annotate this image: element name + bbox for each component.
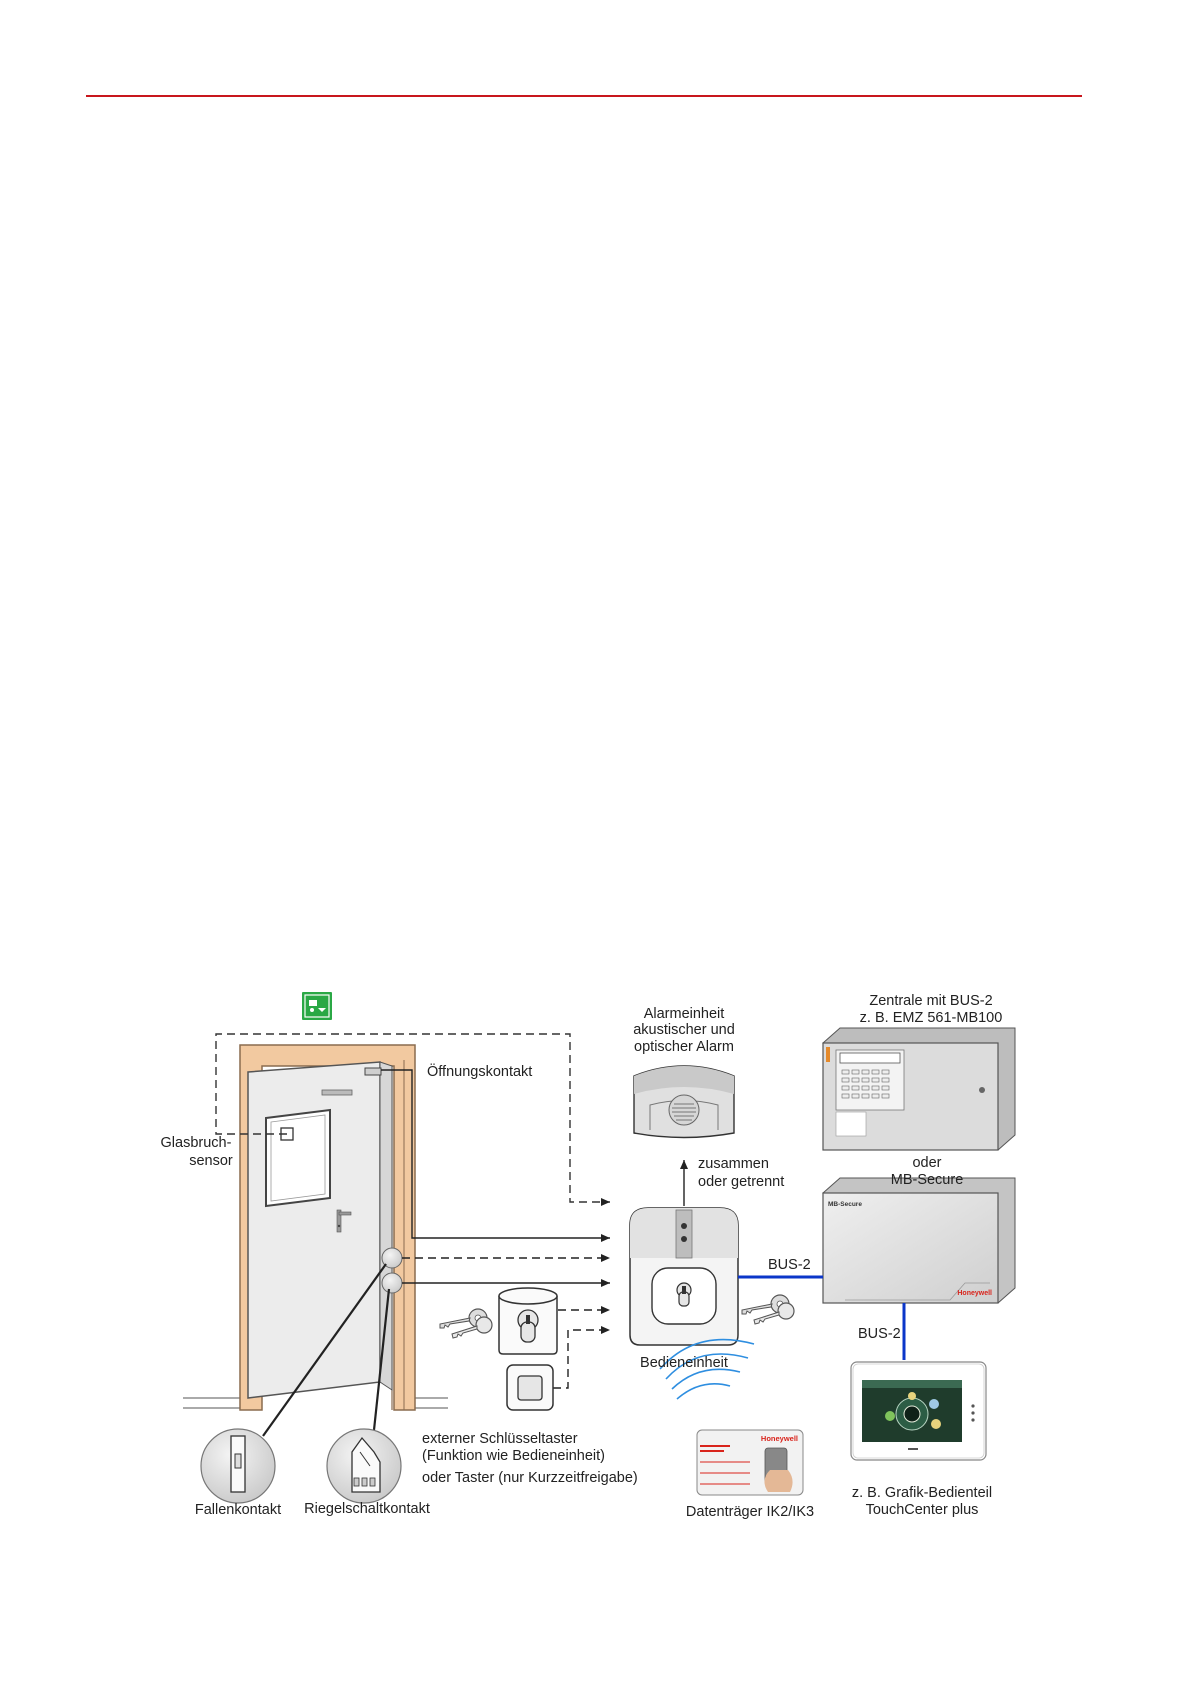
label-together-2: oder getrennt [698,1174,784,1190]
bolt-contact-point [381,1272,403,1294]
glass-sensor-wire [215,1033,610,1206]
label-central-2: z. B. EMZ 561-MB100 [860,1010,1003,1026]
label-ext-key-2: (Funktion wie Bedieneinheit) [422,1448,605,1464]
label-control-unit: Bedieneinheit [640,1355,728,1371]
latch-callout-line [262,1263,387,1437]
opening-contact-wire [381,1069,610,1242]
label-together-1: zusammen [698,1156,769,1172]
bolt-callout-line [372,1288,391,1431]
mb-secure-unit: MB-Secure Honeywell [822,1177,1016,1304]
key-icon-2 [741,1294,795,1325]
alarm-unit [633,1065,735,1139]
label-graphic-panel-2: TouchCenter plus [866,1502,979,1518]
central-unit-emz [822,1027,1016,1151]
wireless-signal-icon [659,1338,755,1400]
label-glass-sensor-1: Glasbruch- [161,1135,232,1151]
label-or-1: oder [912,1155,941,1171]
label-alarm-unit-1: Alarmeinheit [644,1006,725,1022]
card-brand: Honeywell [761,1434,798,1443]
control-unit [629,1207,739,1346]
push-button-wire [553,1326,610,1389]
label-bus-horizontal: BUS-2 [768,1257,811,1273]
label-central-1: Zentrale mit BUS-2 [869,993,992,1009]
door-panel [247,1061,393,1399]
bolt-contact-detail-icon [326,1428,402,1504]
door-handle-icon [336,1209,352,1233]
mb-secure-brand: Honeywell [957,1290,992,1297]
header-rule [86,95,1082,97]
mb-secure-case-label: MB-Secure [828,1201,862,1208]
touchcenter-panel [850,1361,987,1461]
label-alarm-unit-2: akustischer und [633,1022,735,1038]
label-glass-sensor-2: sensor [189,1153,233,1169]
label-ext-key-3: oder Taster (nur Kurzzeitfreigabe) [422,1470,638,1486]
external-key-switch [498,1287,558,1355]
label-opening-contact: Öffnungskontakt [427,1062,532,1080]
push-button-switch [506,1364,554,1411]
emergency-exit-sign-icon [302,992,332,1020]
door-closer [321,1089,353,1096]
label-or-2: MB-Secure [891,1172,964,1188]
label-bus-vertical: BUS-2 [858,1326,901,1342]
key-icon [439,1308,493,1339]
label-alarm-unit-3: optischer Alarm [634,1039,734,1055]
door-window [265,1108,331,1208]
label-bolt-contact: Riegelschaltkontakt [304,1501,430,1517]
label-ext-key-1: externer Schlüsseltaster [422,1431,578,1447]
label-data-carrier: Datenträger IK2/IK3 [686,1504,814,1520]
label-latch-contact: Fallenkontakt [195,1502,281,1518]
data-carrier-card: Honeywell [696,1429,804,1496]
latch-contact-detail-icon [200,1428,276,1504]
opening-contact-sensor [364,1067,382,1076]
label-graphic-panel-1: z. B. Grafik-Bedienteil [852,1485,992,1501]
lock-cylinder-icon [517,1309,539,1343]
